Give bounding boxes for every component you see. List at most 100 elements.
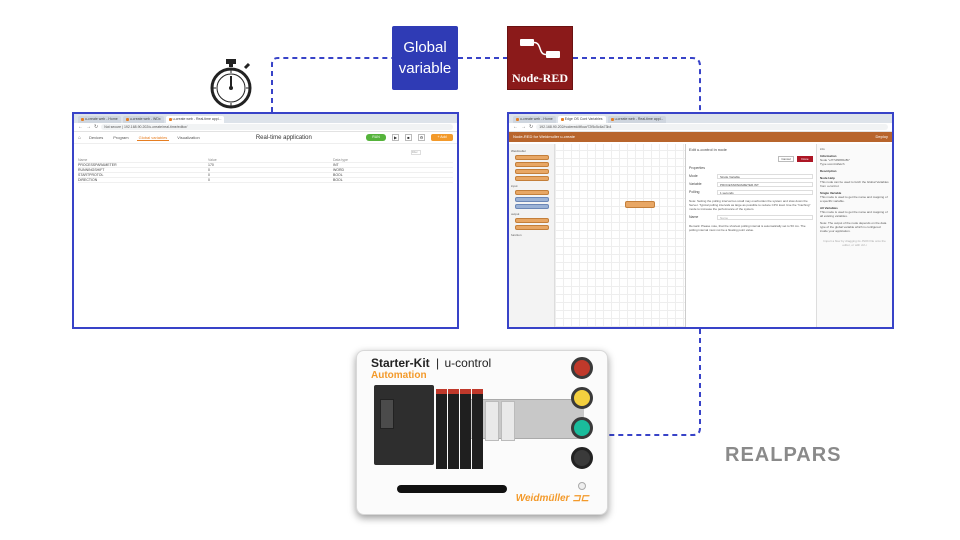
address-bar: ← → ↻ 192.168.90.202/nodered/#flow/72f5c…	[509, 123, 892, 132]
tab-favicon-icon	[81, 117, 84, 121]
table-row[interactable]: RUNNINGSHIFT 0 WORD	[78, 168, 453, 173]
kit-title-right: u-control	[444, 356, 492, 370]
cell-type: BOOL	[333, 178, 343, 182]
node-help-heading[interactable]: Node Help	[820, 176, 835, 180]
info-tab[interactable]: info	[820, 147, 825, 151]
weidmuller-logo: Weidmüller ⊐⊏	[515, 493, 589, 504]
browser-tab-bar: u-create web - Home u-create web - WDx u…	[74, 114, 457, 123]
io-module	[436, 389, 447, 469]
cancel-button[interactable]: Cancel	[778, 156, 794, 162]
mode-label: Mode	[689, 174, 698, 178]
address-bar: ← → ↻ Not secure | 192.168.90.202/u-crea…	[74, 123, 457, 132]
cell-name: RUNNINGSHIFT	[78, 168, 105, 172]
url-field[interactable]: Not secure | 192.168.90.202/u-create/rea…	[101, 124, 453, 130]
polling-label: Polling	[689, 190, 700, 194]
remark-note: Remark: Please note, that the shortest p…	[689, 224, 806, 232]
cell-name: STARTPROTOL	[78, 173, 104, 177]
black-button	[571, 447, 593, 469]
description-heading[interactable]: Description	[820, 169, 837, 173]
palette-category[interactable]: Weidmuller	[511, 149, 526, 153]
kit-subtitle: Automation	[371, 370, 427, 381]
all-variables-text: This mode is used to get the name and ma…	[820, 210, 888, 218]
tab-favicon-icon	[610, 117, 614, 121]
deploy-button[interactable]: Deploy	[875, 134, 888, 139]
mode-select[interactable]: Single Variable	[717, 174, 813, 179]
back-icon[interactable]: ←	[78, 124, 83, 130]
palette-category[interactable]: output	[511, 212, 520, 216]
cell-value: 170	[208, 163, 214, 167]
variable-row: Variable PROCESSPARAMETER.INT	[689, 182, 813, 187]
browser-tab[interactable]: u-create web - Home	[78, 116, 121, 123]
palette-category[interactable]: input	[511, 184, 518, 188]
palette-node[interactable]	[515, 225, 549, 230]
realpars-watermark: REALPARS	[725, 444, 842, 466]
add-button[interactable]: + Add	[431, 134, 453, 141]
palette-node[interactable]	[515, 155, 549, 160]
starter-kit-device: Starter-Kit | u-control Automation Weidm…	[356, 350, 608, 515]
node-red-label: Node-RED	[512, 71, 568, 85]
red-lamp	[571, 357, 593, 379]
palette-node[interactable]	[515, 218, 549, 223]
settings-icon[interactable]: ⚙	[418, 134, 425, 141]
reload-icon[interactable]: ↻	[529, 124, 534, 130]
tab-global-variables[interactable]: Global variables	[136, 134, 170, 141]
help-note: Note: The output of the node depends on …	[820, 221, 887, 233]
browser-tab[interactable]: u-create web - Real-time appl...	[607, 116, 667, 123]
green-lamp	[571, 417, 593, 439]
ucontrol-in-node[interactable]	[625, 201, 655, 208]
browser-tab-active[interactable]: u-create web - Real-time appl...	[165, 116, 225, 123]
filter-input[interactable]: Filter	[411, 150, 421, 155]
browser-tab-active[interactable]: Edge OS Cont Variables	[557, 116, 606, 123]
properties-heading: Properties	[689, 166, 705, 170]
polling-note: Note: Setting the polling interval too s…	[689, 199, 811, 211]
forward-icon[interactable]: →	[521, 124, 526, 130]
done-button[interactable]: Done	[797, 156, 813, 162]
tab-devices[interactable]: Devices	[89, 135, 104, 140]
page-title: Real-time application	[255, 134, 312, 141]
palette-node[interactable]	[515, 190, 549, 195]
browser-tab[interactable]: u-create web - WDx	[122, 116, 164, 123]
palette-node[interactable]	[515, 197, 549, 202]
name-input[interactable]: Name	[717, 215, 813, 220]
palette-node[interactable]	[515, 176, 549, 181]
url-field[interactable]: 192.168.90.202/nodered/#flow/72f5c5c6a73…	[536, 124, 888, 130]
palette-node[interactable]	[515, 204, 549, 209]
stop-icon[interactable]: ■	[405, 134, 412, 141]
plc-display	[380, 399, 394, 429]
column-header: Name	[78, 158, 88, 162]
table-row[interactable]: STARTPROTOL 0 BOOL	[78, 173, 453, 178]
help-text: This node can be used to fetch the Globa…	[820, 180, 889, 188]
information-heading[interactable]: Information	[820, 154, 837, 158]
cell-value: 0	[208, 178, 210, 182]
app-toolbar: ⌂ Devices Program Global variables Visua…	[74, 132, 457, 144]
forward-icon[interactable]: →	[86, 124, 91, 130]
flow-workspace[interactable]	[555, 144, 685, 327]
reload-icon[interactable]: ↻	[94, 124, 99, 130]
tab-program[interactable]: Program	[113, 135, 129, 140]
kit-title-left: Starter-Kit	[371, 356, 430, 370]
single-variable-title: Single Variable	[820, 191, 842, 195]
polling-input[interactable]: 1 seconds	[717, 190, 813, 195]
table-row[interactable]: DIRECTION 0 BOOL	[78, 178, 453, 183]
run-button[interactable]: RUN	[366, 134, 386, 141]
palette-category[interactable]: function	[511, 233, 522, 237]
browser-tab[interactable]: u-create web - Home	[513, 116, 556, 123]
cell-type: INT	[333, 163, 339, 167]
variable-label: Variable	[689, 182, 702, 186]
brand-name: Weidmüller	[515, 493, 570, 504]
all-variables-title: All Variables	[820, 206, 838, 210]
node-red-browser-window: u-create web - Home Edge OS Cont Variabl…	[507, 112, 894, 329]
edit-buttons: Cancel Done	[689, 156, 813, 162]
tab-favicon-icon	[168, 117, 172, 121]
palette-node[interactable]	[515, 169, 549, 174]
home-icon[interactable]: ⌂	[78, 134, 82, 141]
browser-tab-bar: u-create web - Home Edge OS Cont Variabl…	[509, 114, 892, 123]
back-icon[interactable]: ←	[513, 124, 518, 130]
palette-node[interactable]	[515, 162, 549, 167]
node-red-flow-icon	[520, 39, 560, 58]
variable-select[interactable]: PROCESSPARAMETER.INT	[717, 182, 813, 187]
tab-visualization[interactable]: Visualization	[177, 135, 200, 140]
play-icon[interactable]: ▶	[392, 134, 399, 141]
tab-favicon-icon	[125, 117, 129, 121]
table-row[interactable]: PROCESSPARAMETER 170 INT	[78, 163, 453, 168]
